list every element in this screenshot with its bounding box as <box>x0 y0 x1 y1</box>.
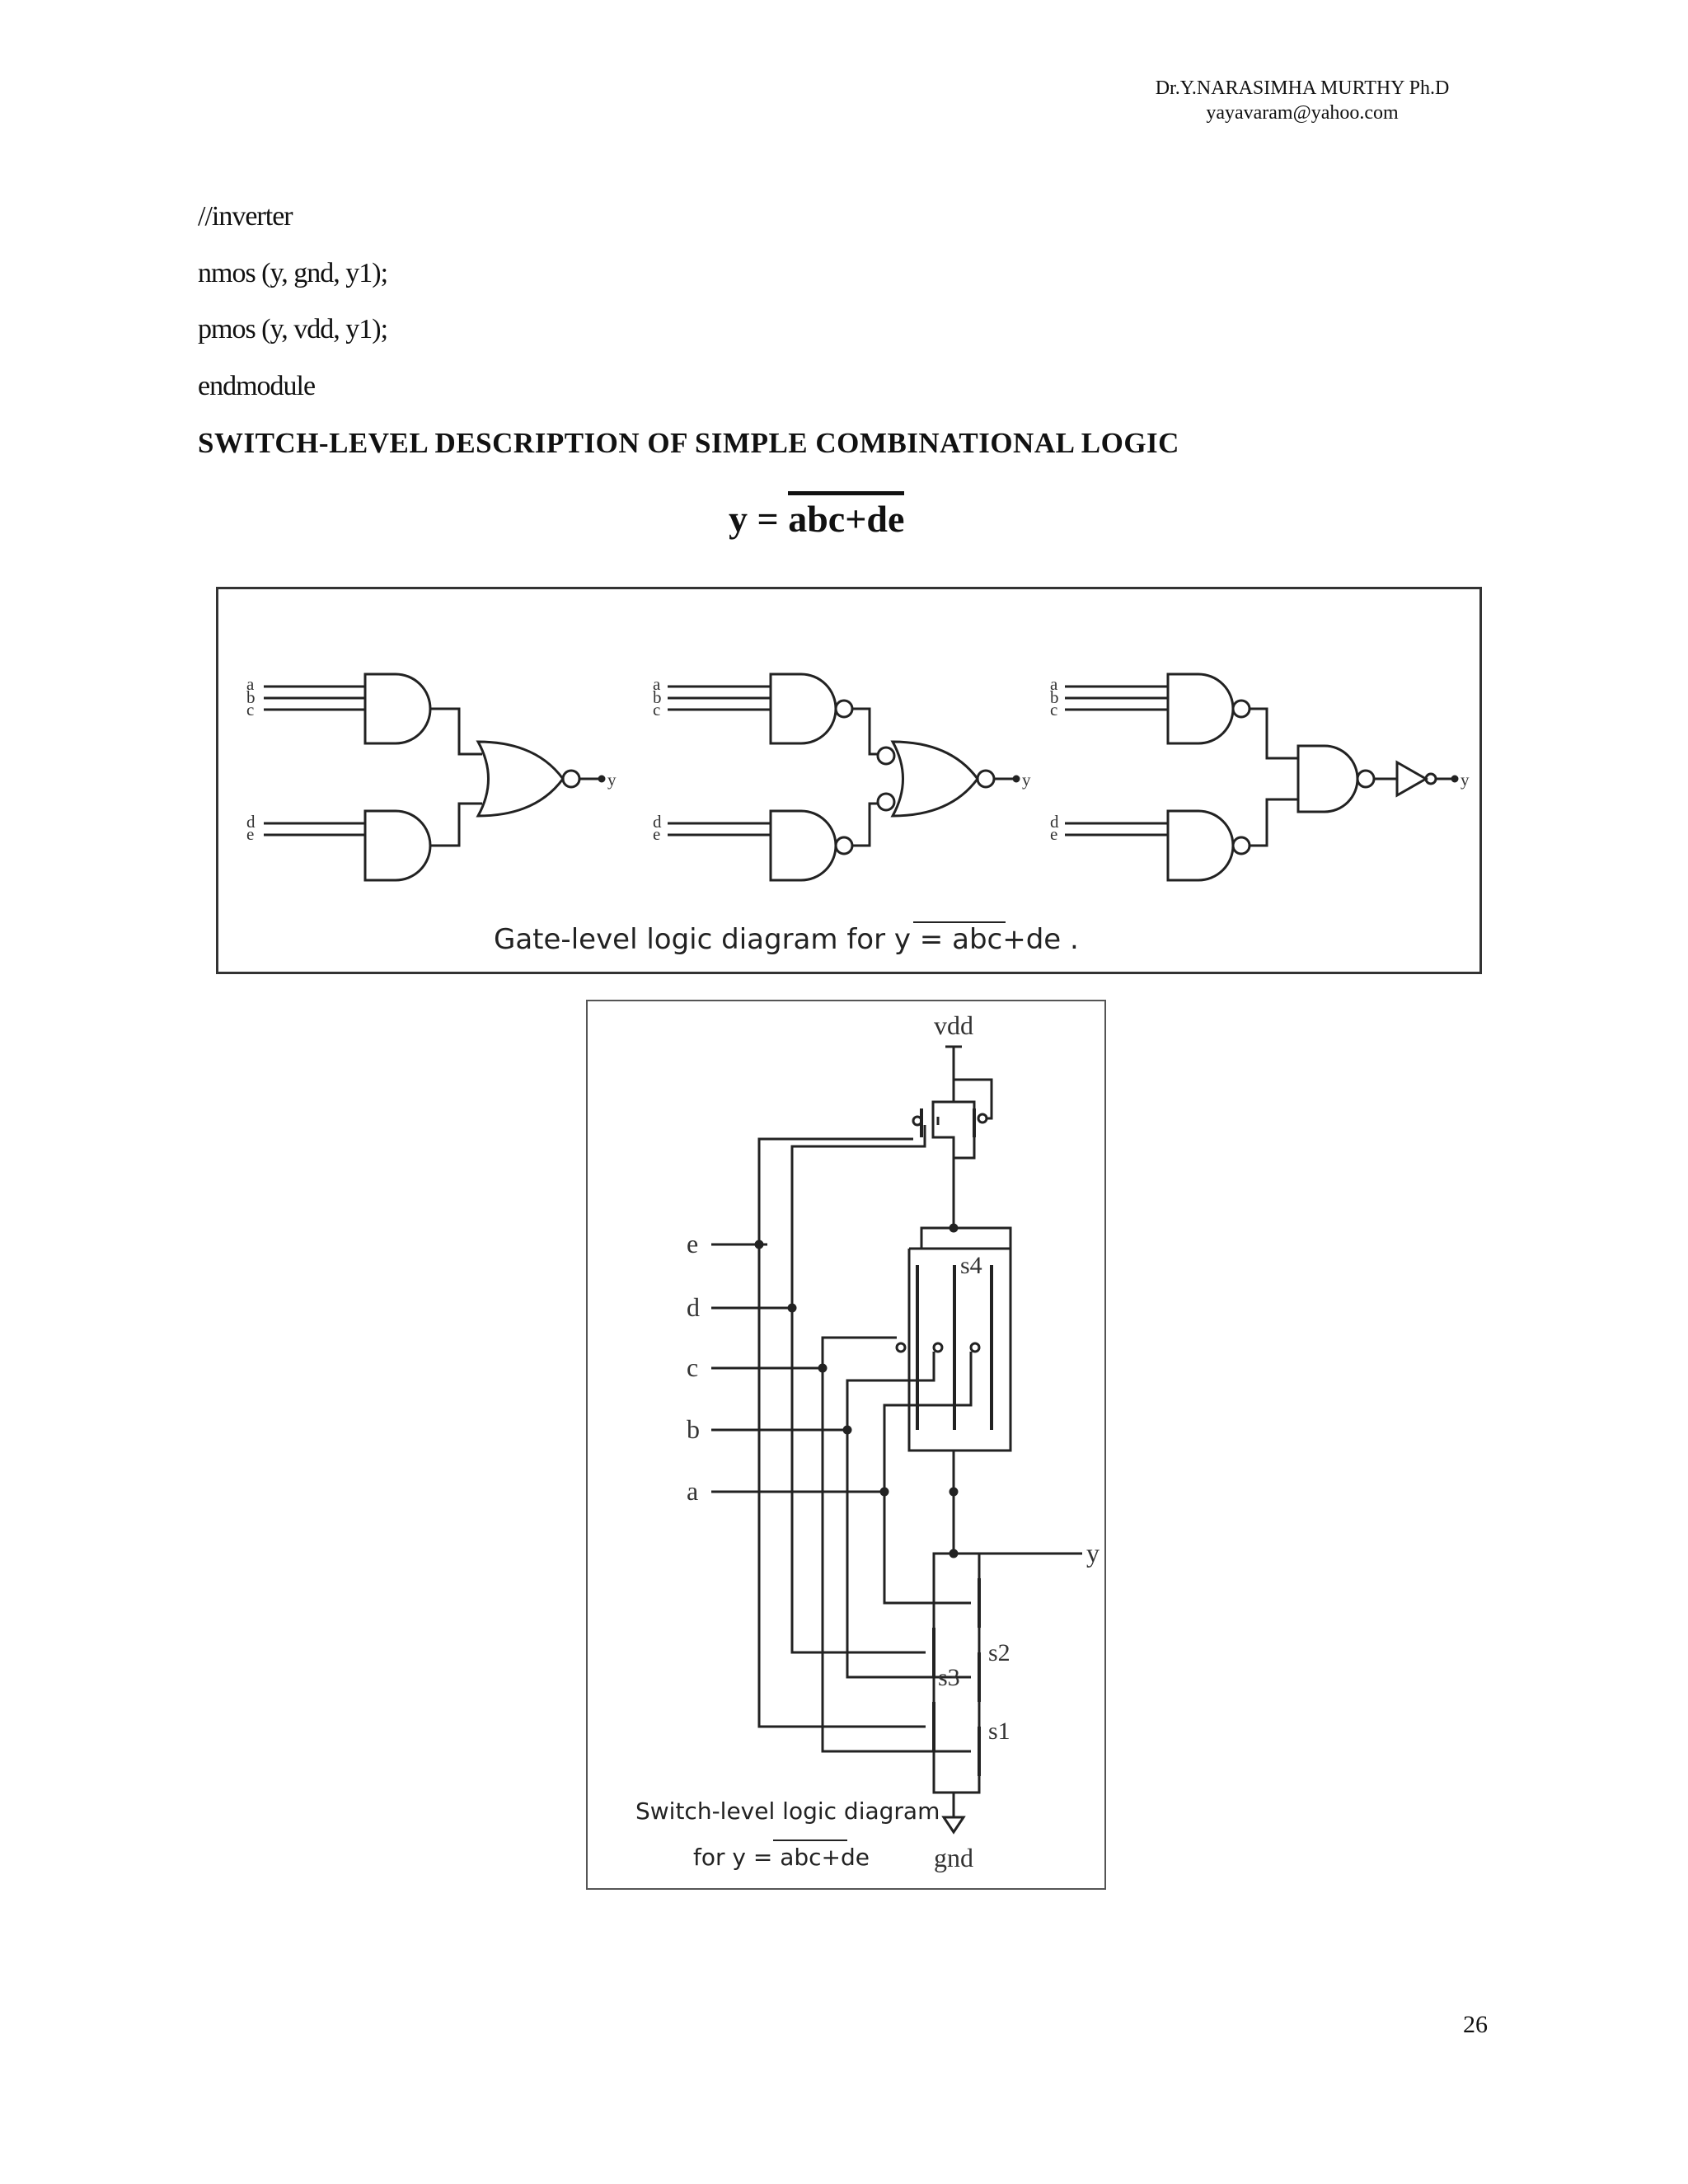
switch-label-b: b <box>687 1414 700 1444</box>
nand-gate-4 <box>1166 809 1235 882</box>
gate2-label-c: c <box>653 700 660 719</box>
gate-circuit-1 <box>264 673 606 882</box>
and-gate-1 <box>363 673 432 745</box>
gate3-label-e: e <box>1050 824 1057 844</box>
gate1-label-b: b <box>246 687 256 707</box>
code-line-nmos: nmos (y, gnd, y1); <box>198 258 388 288</box>
gate2-label-a: a <box>653 674 661 694</box>
section-heading: SWITCH-LEVEL DESCRIPTION OF SIMPLE COMBI… <box>198 427 1179 459</box>
gate2-label-d: d <box>653 812 662 832</box>
code-line-pmos: pmos (y, vdd, y1); <box>198 314 388 344</box>
switch-label-a: a <box>687 1476 698 1506</box>
nor-gate-2 <box>890 740 979 818</box>
gate-figure-caption: Gate-level logic diagram for y = abc+de … <box>494 923 1079 956</box>
switch-label-e: e <box>687 1229 698 1258</box>
author-email: yayavaram@yahoo.com <box>1206 102 1399 124</box>
gate1-label-y: y <box>607 770 617 790</box>
formula-rhs: abc+de <box>788 491 905 541</box>
author-name: Dr.Y.NARASIMHA MURTHY Ph.D <box>1155 77 1450 99</box>
gate3-label-y: y <box>1461 770 1470 790</box>
formula: y = abc+de <box>729 491 905 541</box>
and-gate-2 <box>363 809 432 882</box>
nand-gate-2 <box>769 809 837 882</box>
gate-circuit-2 <box>668 673 1020 882</box>
gate3-label-d: d <box>1050 812 1059 832</box>
gate1-label-e: e <box>246 824 254 844</box>
gate3-label-c: c <box>1050 700 1057 719</box>
formula-lhs: y = <box>729 498 789 540</box>
switch-label-s1: s1 <box>988 1718 1010 1745</box>
page-header: Dr.Y.NARASIMHA MURTHY Ph.D yayavaram@yah… <box>1104 76 1500 125</box>
switch-label-y: y <box>1086 1538 1100 1568</box>
caption-expr: abc+de <box>952 923 1061 956</box>
page-number: 26 <box>1463 2011 1488 2038</box>
code-line-endmodule: endmodule <box>198 371 316 401</box>
switch-label-gnd: gnd <box>934 1843 973 1872</box>
gate3-label-a: a <box>1050 674 1058 694</box>
gate1-label-d: d <box>246 812 256 832</box>
switch-label-d: d <box>687 1292 700 1322</box>
gate2-label-e: e <box>653 824 660 844</box>
switch-caption-line2: for y = abc+de <box>693 1844 870 1871</box>
switch-label-s4: s4 <box>960 1252 982 1279</box>
switch-label-s2: s2 <box>988 1639 1010 1666</box>
switch-level-figure: vdd e d c b a y s4 s2 s3 s1 gnd Switch-l… <box>586 1000 1106 1890</box>
switch-label-c: c <box>687 1352 698 1382</box>
gate1-label-c: c <box>246 700 254 719</box>
gate1-label-a: a <box>246 674 255 694</box>
inverter-gate <box>1395 760 1429 798</box>
nand-gate-5 <box>1296 744 1359 813</box>
gate3-label-b: b <box>1050 687 1059 707</box>
nand-gate-3 <box>1166 673 1235 745</box>
switch-label-s3: s3 <box>938 1664 960 1691</box>
nor-gate-1 <box>476 740 565 818</box>
gate2-label-y: y <box>1022 770 1031 790</box>
switch-label-vdd: vdd <box>934 1010 973 1040</box>
code-line-comment: //inverter <box>198 201 293 232</box>
gate-circuit-3 <box>1065 673 1459 882</box>
nand-gate-1 <box>769 673 837 745</box>
switch-caption-line1: Switch-level logic diagram <box>635 1797 940 1825</box>
gate-level-figure: a b c d e y a b c d e y a b c d e y Gate… <box>216 587 1482 974</box>
gate2-label-b: b <box>653 687 662 707</box>
